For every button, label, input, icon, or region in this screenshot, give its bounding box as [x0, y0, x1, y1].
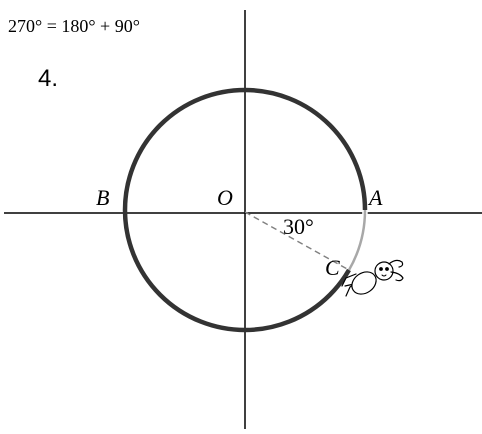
ant-icon — [341, 259, 404, 297]
problem-number: 4. — [38, 65, 58, 92]
arc-ac — [347, 209, 367, 271]
angle-label: 30° — [283, 214, 314, 239]
arc-mask — [346, 209, 368, 272]
label-b: B — [96, 185, 109, 210]
label-a: A — [367, 185, 383, 210]
label-o: O — [217, 185, 233, 210]
top-equation-text: 270° = 180° + 90° — [8, 16, 140, 36]
label-c: C — [325, 255, 340, 280]
